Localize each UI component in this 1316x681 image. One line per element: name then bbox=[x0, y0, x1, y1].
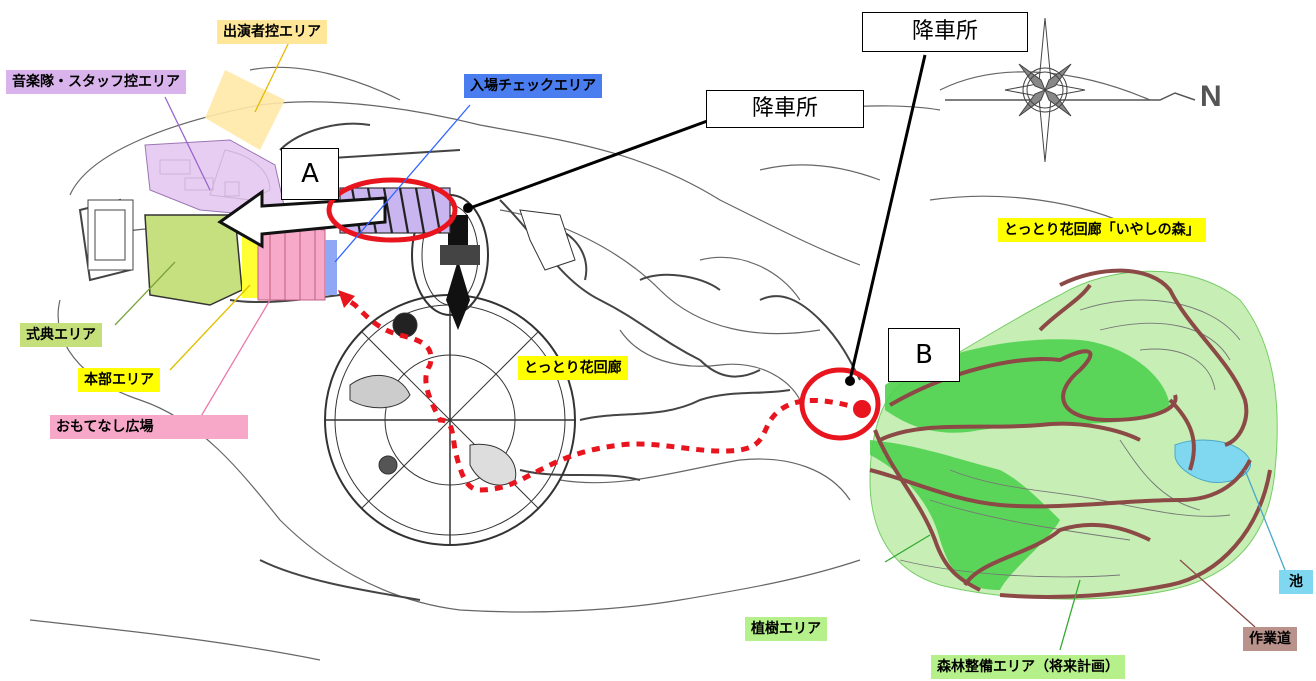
dropoff-a-label: 降車所 bbox=[706, 90, 864, 128]
dropoff-a-circle bbox=[326, 177, 458, 243]
marker-a: A bbox=[281, 148, 339, 200]
route-arrowhead bbox=[338, 290, 355, 308]
central-building bbox=[440, 209, 576, 330]
planting-area-label: 植樹エリア bbox=[745, 617, 827, 641]
dropoff-b-circle bbox=[799, 367, 881, 441]
ceremony-zone bbox=[144, 214, 243, 306]
ceremony-area-label: 式典エリア bbox=[20, 323, 102, 347]
band-staff-area-label: 音楽隊・スタッフ控エリア bbox=[6, 70, 186, 94]
hq-zone bbox=[242, 228, 258, 298]
healing-forest-map bbox=[869, 268, 1278, 600]
work-road-label: 作業道 bbox=[1243, 627, 1297, 651]
healing-forest-label: とっとり花回廊「いやしの森」 bbox=[998, 218, 1206, 242]
band-staff-zone bbox=[144, 139, 286, 216]
performer-zone bbox=[205, 70, 285, 150]
compass-rose-icon bbox=[945, 17, 1196, 163]
circular-garden bbox=[324, 194, 576, 546]
performer-area-label: 出演者控エリア bbox=[217, 20, 327, 44]
dropoff-b-label: 降車所 bbox=[862, 12, 1028, 52]
flower-corridor-label: とっとり花回廊 bbox=[518, 356, 628, 380]
forest-maintenance-area-label: 森林整備エリア（将来計画） bbox=[931, 655, 1125, 679]
dropoff-b-pointer bbox=[848, 54, 927, 381]
pond-label: 池 bbox=[1279, 570, 1313, 594]
direction-arrow bbox=[217, 189, 387, 249]
entry-check-area-label: 入場チェックエリア bbox=[464, 74, 602, 98]
dropoff-a-pointer bbox=[469, 118, 711, 210]
marker-b: B bbox=[888, 328, 960, 382]
compass-north-label: N bbox=[1200, 80, 1222, 113]
park-roads bbox=[78, 122, 861, 601]
hq-area-label: 本部エリア bbox=[78, 368, 160, 392]
callout-lines bbox=[114, 39, 1286, 651]
entry-check-zone bbox=[325, 240, 337, 295]
hospitality-plaza-label: おもてなし広場 bbox=[50, 415, 248, 439]
